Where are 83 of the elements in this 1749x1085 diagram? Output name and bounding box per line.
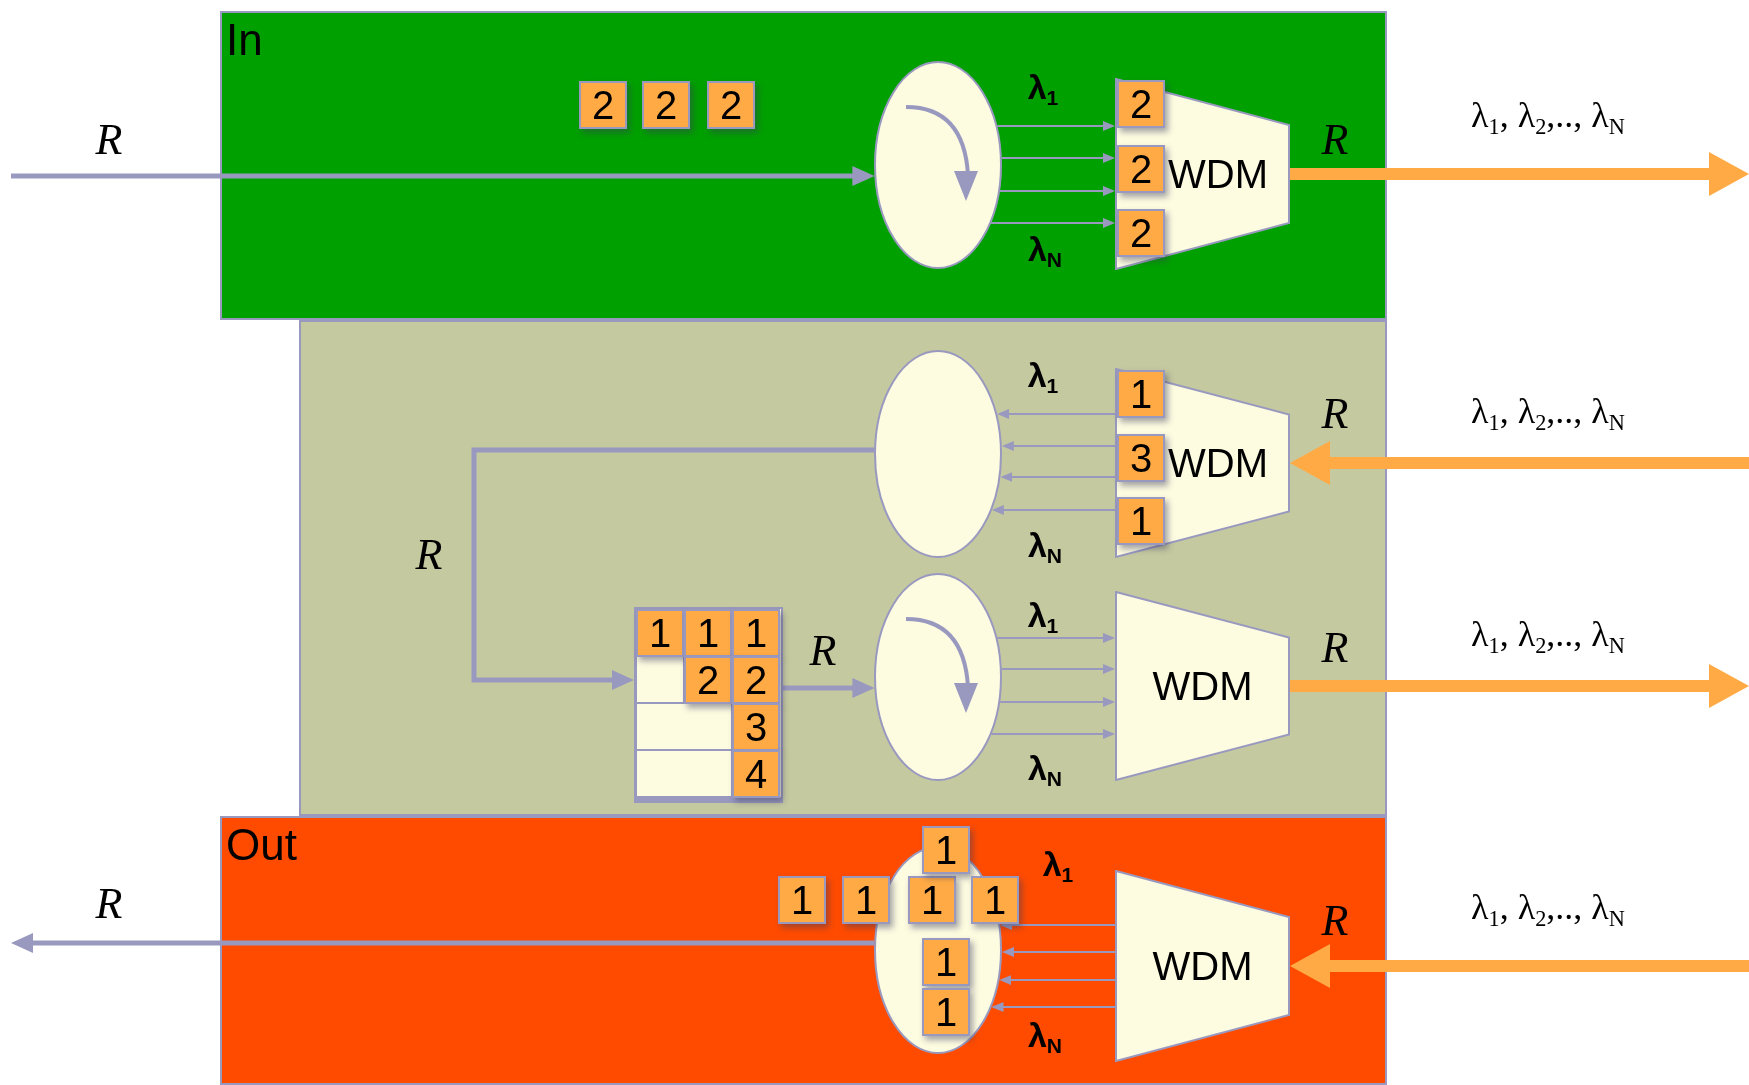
packet: 3 bbox=[1117, 434, 1165, 482]
packet: 2 bbox=[1117, 80, 1165, 128]
band-background bbox=[220, 816, 1387, 1085]
buffer-table bbox=[634, 607, 783, 803]
packet: 1 bbox=[922, 938, 970, 986]
wdm-label: WDM bbox=[1152, 943, 1253, 989]
packet: 1 bbox=[842, 876, 890, 924]
arrow bbox=[11, 933, 875, 953]
wavelength-label: λ$_{1}$, λ$_{2}$,.., λ$_{N}$ bbox=[1471, 886, 1625, 932]
packet: 1 bbox=[971, 876, 1019, 924]
arrow bbox=[999, 975, 1116, 985]
rate-label: R bbox=[809, 624, 837, 676]
packet: 1 bbox=[1117, 497, 1165, 545]
arrow bbox=[11, 166, 875, 186]
arrow bbox=[991, 1002, 1116, 1012]
wdm-label: WDM bbox=[1168, 151, 1268, 197]
band-background bbox=[299, 320, 1387, 816]
wavelength-label: λ$_{1}$ bbox=[1027, 67, 1059, 111]
arrow bbox=[1290, 664, 1749, 708]
rate-label: R bbox=[95, 113, 123, 165]
arrow bbox=[1290, 152, 1749, 196]
packet: 1 bbox=[922, 826, 970, 874]
arrow bbox=[1000, 153, 1115, 163]
rate-label: R bbox=[1321, 113, 1349, 165]
arrow bbox=[990, 218, 1115, 228]
packet: 3 bbox=[732, 703, 780, 751]
packet: 1 bbox=[908, 876, 956, 924]
rate-label: R bbox=[1321, 387, 1349, 439]
wdm-trapezoid bbox=[1115, 368, 1290, 558]
packet: 1 bbox=[922, 988, 970, 1036]
band-label: Out bbox=[226, 820, 297, 870]
packet: 2 bbox=[642, 81, 690, 129]
wdm-label: WDM bbox=[1168, 440, 1268, 486]
wdm-trapezoid bbox=[1115, 591, 1290, 781]
packet: 2 bbox=[684, 656, 732, 704]
packet: 2 bbox=[707, 81, 755, 129]
rate-label: R bbox=[1321, 894, 1349, 946]
band-label: In bbox=[226, 15, 263, 65]
arrow bbox=[999, 186, 1115, 196]
packet: 2 bbox=[579, 81, 627, 129]
wdm-trapezoid bbox=[1115, 870, 1290, 1062]
packet: 1 bbox=[778, 876, 826, 924]
arrow bbox=[999, 697, 1115, 707]
wavelength-label: λ$_{N}$ bbox=[1027, 229, 1063, 273]
arrow bbox=[471, 447, 874, 690]
wdm-trapezoid bbox=[1115, 78, 1290, 270]
wavelength-label: λ$_{1}$, λ$_{2}$,.., λ$_{N}$ bbox=[1471, 613, 1625, 659]
wavelength-label: λ$_{N}$ bbox=[1027, 525, 1063, 569]
arrow bbox=[1290, 441, 1749, 485]
wavelength-label: λ$_{1}$ bbox=[1027, 595, 1059, 639]
wdm-label: WDM bbox=[1152, 663, 1253, 709]
arrow bbox=[1290, 944, 1749, 988]
circulator-ellipse bbox=[874, 573, 1002, 781]
packet: 2 bbox=[1117, 145, 1165, 193]
circulator-ellipse bbox=[874, 61, 1002, 269]
arrow bbox=[996, 633, 1115, 643]
arrow bbox=[997, 409, 1116, 419]
packet: 2 bbox=[732, 656, 780, 704]
wavelength-label: λ$_{1}$ bbox=[1027, 355, 1059, 399]
packet: 1 bbox=[636, 609, 684, 657]
packet: 1 bbox=[684, 609, 732, 657]
wavelength-label: λ$_{1}$, λ$_{2}$,.., λ$_{N}$ bbox=[1471, 390, 1625, 436]
band-background bbox=[220, 11, 1387, 320]
arrow bbox=[996, 121, 1115, 131]
rate-label: R bbox=[415, 528, 443, 580]
packet: 2 bbox=[1117, 209, 1165, 257]
arrow bbox=[1001, 441, 1116, 451]
wavelength-label: λ$_{N}$ bbox=[1027, 748, 1063, 792]
rate-label: R bbox=[95, 877, 123, 929]
arrow bbox=[990, 729, 1115, 739]
packet: 4 bbox=[732, 750, 780, 798]
circulator-ellipse bbox=[874, 350, 1002, 558]
wavelength-label: λ$_{1}$ bbox=[1042, 844, 1074, 888]
arrow bbox=[783, 678, 875, 698]
arrow bbox=[991, 505, 1116, 515]
wavelength-label: λ$_{N}$ bbox=[1027, 1015, 1063, 1059]
wavelength-label: λ$_{1}$, λ$_{2}$,.., λ$_{N}$ bbox=[1471, 94, 1625, 140]
packet: 1 bbox=[1117, 370, 1165, 418]
arrow bbox=[1000, 664, 1115, 674]
packet: 1 bbox=[732, 609, 780, 657]
rate-label: R bbox=[1321, 621, 1349, 673]
arrow bbox=[1000, 472, 1116, 482]
arrow bbox=[1002, 947, 1116, 957]
